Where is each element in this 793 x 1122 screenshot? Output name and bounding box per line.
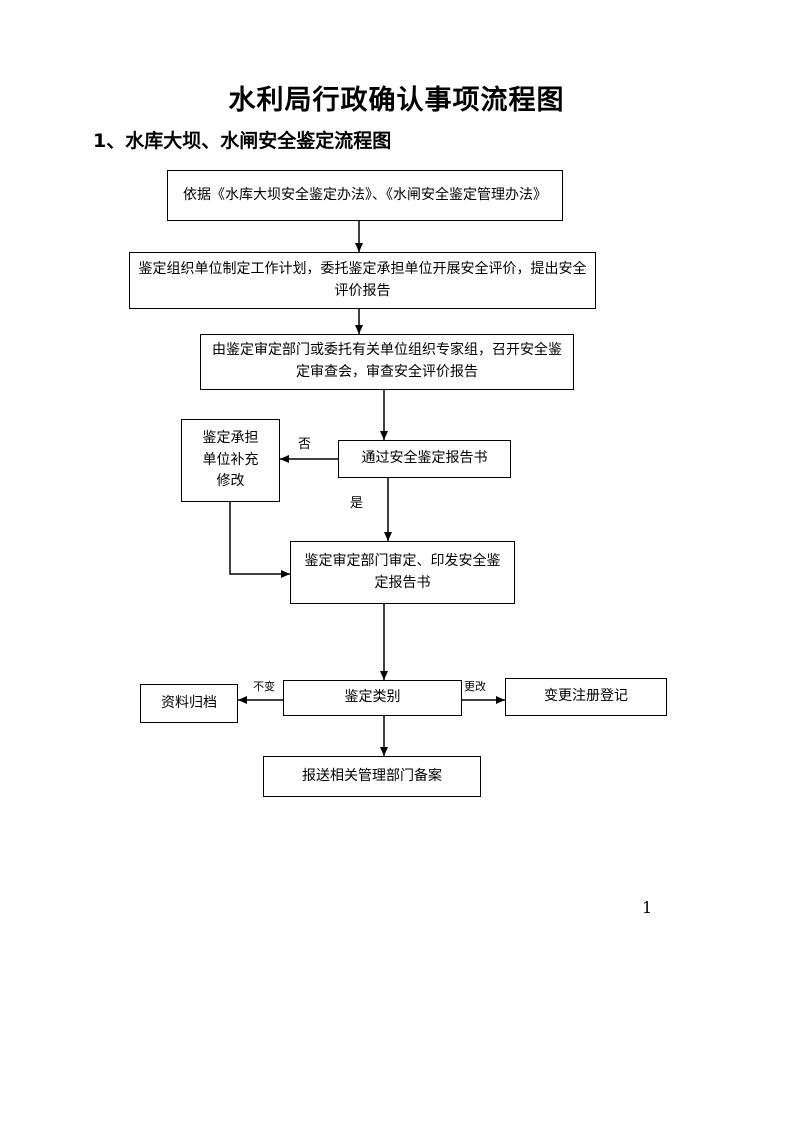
node-review: 由鉴定审定部门或委托有关单位组织专家组，召开安全鉴定审查会，审查安全评价报告 bbox=[200, 334, 574, 390]
node-category-text: 鉴定类别 bbox=[344, 689, 401, 706]
node-pass-text: 通过安全鉴定报告书 bbox=[361, 450, 488, 467]
node-register: 变更注册登记 bbox=[505, 678, 667, 716]
node-plan: 鉴定组织单位制定工作计划，委托鉴定承担单位开展安全评价，提出安全评价报告 bbox=[129, 252, 596, 309]
node-register-text: 变更注册登记 bbox=[544, 688, 628, 705]
node-report-text: 报送相关管理部门备案 bbox=[302, 767, 442, 784]
edge-label-yes: 是 bbox=[350, 496, 364, 511]
node-plan-text: 鉴定组织单位制定工作计划，委托鉴定承担单位开展安全评价，提出安全评价报告 bbox=[138, 260, 587, 299]
edge-label-unchanged: 不变 bbox=[253, 680, 275, 693]
page-number: 1 bbox=[642, 898, 653, 917]
edge-revise-to-approve bbox=[229, 502, 290, 578]
node-pass: 通过安全鉴定报告书 bbox=[338, 440, 511, 478]
page-title: 水利局行政确认事项流程图 bbox=[228, 85, 565, 116]
edge-label-changed: 更改 bbox=[464, 680, 486, 693]
section-title: 1、水库大坝、水闸安全鉴定流程图 bbox=[93, 130, 392, 152]
edge-label-no: 否 bbox=[298, 437, 312, 452]
node-basis-text: 依据《水库大坝安全鉴定办法》、《水闸安全鉴定管理办法》 bbox=[183, 186, 547, 203]
node-approve-text: 鉴定审定部门审定、印发安全鉴定报告书 bbox=[304, 552, 501, 591]
node-revise: 鉴定承担单位补充修改 bbox=[181, 419, 280, 502]
node-approve: 鉴定审定部门审定、印发安全鉴定报告书 bbox=[290, 541, 515, 604]
node-basis: 依据《水库大坝安全鉴定办法》、《水闸安全鉴定管理办法》 bbox=[167, 170, 563, 221]
node-archive: 资料归档 bbox=[140, 684, 238, 723]
node-report: 报送相关管理部门备案 bbox=[263, 756, 481, 797]
node-archive-text: 资料归档 bbox=[161, 694, 217, 711]
node-category: 鉴定类别 bbox=[283, 680, 462, 716]
node-revise-text: 鉴定承担单位补充修改 bbox=[202, 429, 259, 490]
node-review-text: 由鉴定审定部门或委托有关单位组织专家组，召开安全鉴定审查会，审查安全评价报告 bbox=[212, 342, 562, 380]
